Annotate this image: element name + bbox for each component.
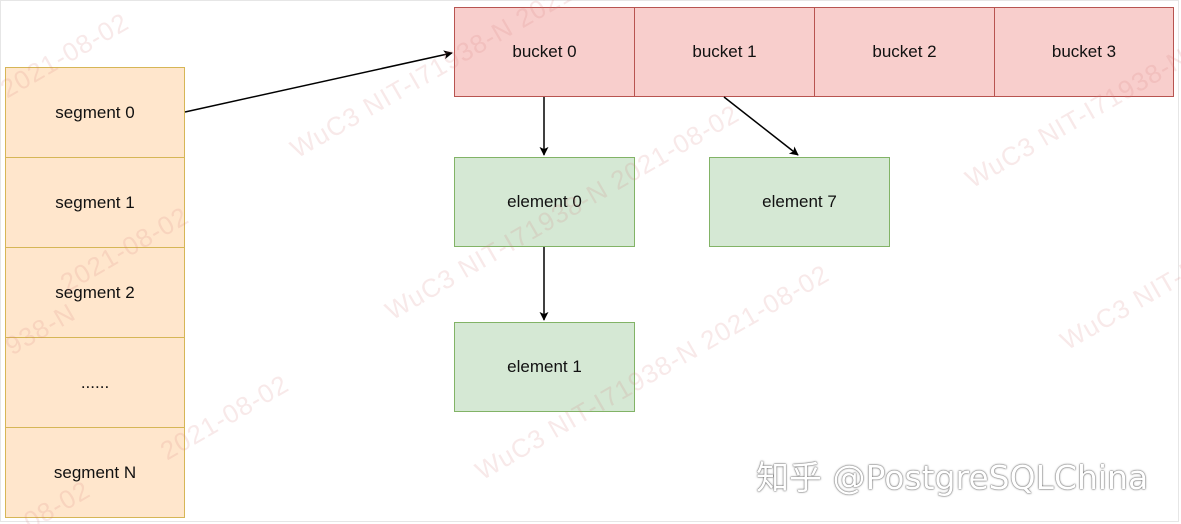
- brand-watermark: 知乎 @PostgreSQLChina: [756, 458, 1149, 497]
- bucket-0: bucket 0: [454, 7, 635, 97]
- segment-ellipsis-label: ......: [80, 372, 110, 392]
- element-0-label: element 0: [507, 192, 582, 211]
- segment-1-label: segment 1: [55, 192, 135, 212]
- segment-0-label: segment 0: [55, 102, 135, 122]
- bucket-1: bucket 1: [634, 7, 815, 97]
- arrow-segment0-to-bucket0: [184, 50, 453, 113]
- segment-n: segment N: [5, 427, 185, 518]
- element-7: element 7: [709, 157, 890, 247]
- bucket-3: bucket 3: [994, 7, 1174, 97]
- bucket-3-label: bucket 3: [1051, 42, 1117, 61]
- element-1: element 1: [454, 322, 635, 412]
- segment-2-label: segment 2: [55, 282, 135, 302]
- bucket-0-label: bucket 0: [512, 42, 577, 61]
- segment-ellipsis: ......: [5, 337, 185, 428]
- bucket-2-label: bucket 2: [872, 42, 937, 61]
- element-1-label: element 1: [507, 357, 582, 376]
- arrow-bucket1-to-element7: [723, 96, 799, 156]
- element-7-label: element 7: [762, 192, 837, 211]
- element-0: element 0: [454, 157, 635, 247]
- bucket-1-label: bucket 1: [692, 42, 757, 61]
- segment-2: segment 2: [5, 247, 185, 338]
- segment-n-label: segment N: [53, 462, 137, 482]
